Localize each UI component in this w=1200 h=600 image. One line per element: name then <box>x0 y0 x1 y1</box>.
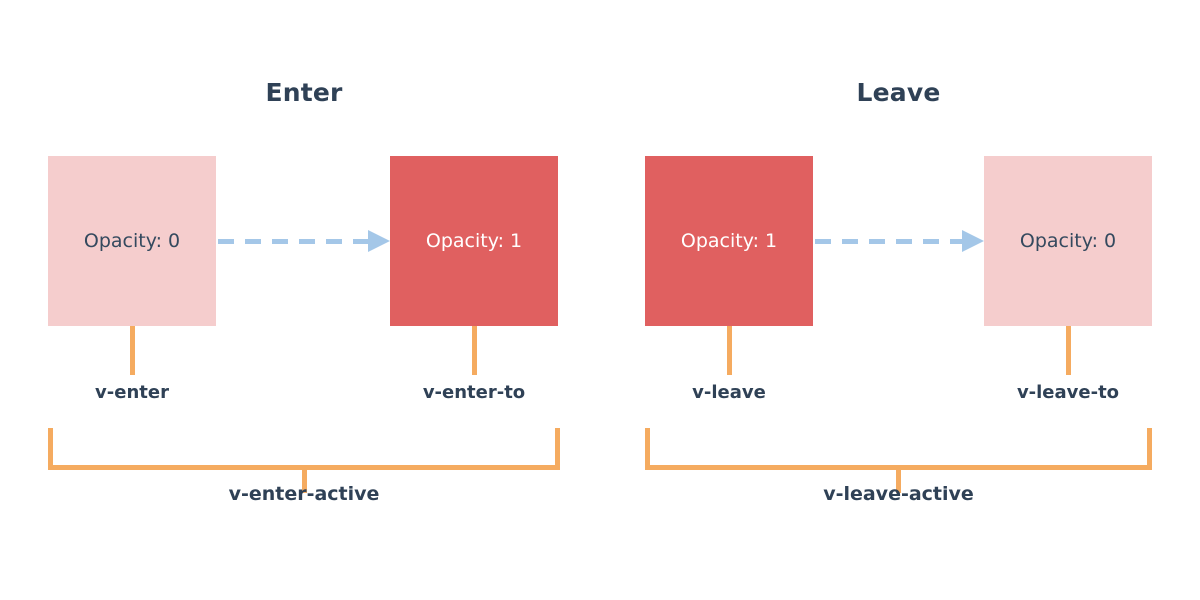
panel-title-enter: Enter <box>265 78 343 107</box>
dashed-arrow-right-icon <box>815 230 984 252</box>
bracket-rail <box>645 465 1152 470</box>
state-box-v-leave-to: Opacity: 0 <box>984 156 1152 326</box>
state-box-label: Opacity: 0 <box>83 230 181 252</box>
bracket-end-right <box>555 428 560 470</box>
arrow-line <box>815 239 962 244</box>
bracket-stub <box>896 470 901 493</box>
leader-tick-v-leave <box>727 326 732 375</box>
bracket-end-right <box>1147 428 1152 470</box>
panel-title-leave: Leave <box>856 78 941 107</box>
class-label-v-enter-to: v-enter-to <box>422 382 526 403</box>
arrow-head <box>962 230 984 252</box>
bracket-stub <box>301 470 307 493</box>
class-label-v-leave-to: v-leave-to <box>1016 382 1120 403</box>
state-box-label: Opacity: 1 <box>425 230 523 252</box>
state-box-v-leave: Opacity: 1 <box>645 156 813 326</box>
leader-tick-v-enter <box>130 326 135 375</box>
bracket-v-enter-active <box>48 428 560 493</box>
bracket-rail <box>48 465 560 470</box>
state-box-label: Opacity: 0 <box>1019 230 1117 252</box>
bracket-v-leave-active <box>645 428 1152 493</box>
class-label-v-leave: v-leave <box>692 382 766 403</box>
leader-tick-v-enter-to <box>472 326 477 375</box>
state-box-v-enter-to: Opacity: 1 <box>390 156 558 326</box>
dashed-arrow-right-icon <box>218 230 390 252</box>
class-label-v-enter: v-enter <box>95 382 169 403</box>
leader-tick-v-leave-to <box>1066 326 1071 375</box>
bracket-end-left <box>645 428 650 470</box>
class-label-v-leave-active: v-leave-active <box>823 483 974 505</box>
class-label-v-enter-active: v-enter-active <box>228 483 380 505</box>
arrow-line <box>218 239 368 244</box>
state-box-v-enter: Opacity: 0 <box>48 156 216 326</box>
bracket-end-left <box>48 428 53 470</box>
arrow-head <box>368 230 390 252</box>
state-box-label: Opacity: 1 <box>680 230 778 252</box>
